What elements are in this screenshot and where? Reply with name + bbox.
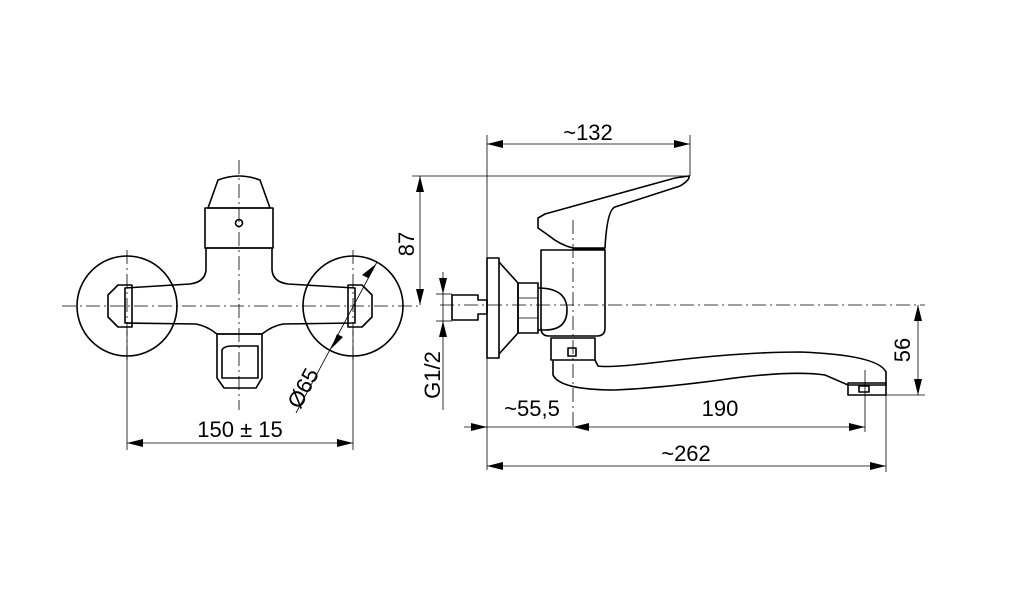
arrow bbox=[849, 423, 865, 431]
lever-handle bbox=[537, 175, 690, 249]
dim-label-diameter: Ø65 bbox=[282, 364, 324, 412]
arrow bbox=[127, 439, 143, 447]
outlet-connector bbox=[216, 333, 263, 389]
arrow bbox=[487, 140, 503, 148]
dim-label-total-length: ~262 bbox=[661, 441, 711, 466]
side-view: ~132 87 G1/2 ~55,5 190 ~262 56 bbox=[394, 120, 925, 472]
arrow bbox=[914, 305, 922, 321]
cartridge-cap bbox=[204, 207, 274, 249]
arrow bbox=[439, 278, 447, 294]
front-view: 150 ± 15 Ø65 bbox=[62, 160, 420, 450]
aerator bbox=[847, 382, 887, 396]
collar-screw bbox=[567, 347, 577, 357]
dim-label-width: 150 ± 15 bbox=[197, 417, 282, 442]
spout-collar bbox=[550, 337, 596, 361]
dim-label-spout-height: 56 bbox=[890, 338, 915, 362]
arrow bbox=[416, 176, 424, 192]
dim-label-thread: G1/2 bbox=[420, 351, 445, 399]
arrow bbox=[331, 334, 343, 349]
body-outline bbox=[124, 247, 356, 335]
dim-label-height: 87 bbox=[394, 232, 419, 256]
escutcheon-cone bbox=[498, 261, 519, 355]
dim-label-wall-offset: ~55,5 bbox=[504, 396, 560, 421]
arrow bbox=[337, 439, 353, 447]
aerator-slot bbox=[858, 385, 870, 393]
arrow bbox=[914, 379, 922, 395]
left-nut bbox=[107, 284, 133, 328]
arrow bbox=[471, 423, 487, 431]
arrow bbox=[870, 462, 886, 470]
spout bbox=[552, 351, 887, 391]
dim-label-spout-reach: 190 bbox=[702, 396, 739, 421]
arrow bbox=[439, 321, 447, 337]
union-nut bbox=[517, 282, 539, 334]
arrow bbox=[416, 289, 424, 305]
arrow bbox=[487, 462, 503, 470]
arrow bbox=[674, 140, 690, 148]
wall-escutcheon bbox=[486, 257, 500, 359]
right-nut bbox=[347, 284, 373, 328]
dim-label-lever-reach: ~132 bbox=[563, 120, 613, 145]
outlet-inner bbox=[221, 345, 259, 379]
connector-dome bbox=[537, 287, 568, 331]
arrow bbox=[573, 423, 589, 431]
indicator-dot bbox=[234, 218, 244, 228]
lever-top bbox=[207, 175, 271, 209]
mixer-body bbox=[540, 249, 606, 337]
arrow bbox=[362, 264, 376, 278]
inlet-pipe bbox=[451, 294, 488, 321]
